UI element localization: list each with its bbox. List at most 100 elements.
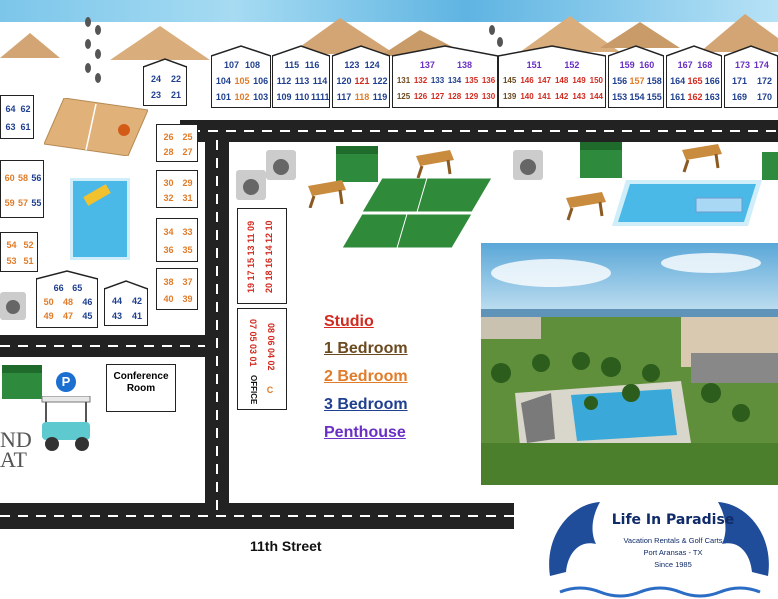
unit-167: 167	[677, 60, 693, 70]
unit-c: C	[266, 385, 274, 395]
washer-icon	[236, 170, 266, 200]
unit-116: 116	[304, 60, 320, 70]
unit-33: 33	[182, 227, 193, 237]
unit-59: 59	[4, 197, 15, 208]
roof	[498, 45, 606, 57]
unit-157: 157	[629, 76, 645, 86]
dumpster-icon	[336, 146, 378, 182]
unit-169: 169	[731, 92, 748, 102]
unit-41: 41	[131, 310, 142, 321]
unit-150: 150	[589, 76, 603, 85]
legend-1-bedroom: 1 Bedroom	[324, 340, 408, 357]
golf-cart-icon	[41, 396, 91, 451]
unit-63: 63	[5, 122, 16, 132]
unit-42: 42	[131, 295, 142, 306]
unit-60: 60	[4, 172, 15, 183]
unit-53: 53	[6, 256, 17, 266]
unit-61: 61	[20, 122, 31, 132]
unit-133: 133	[430, 76, 445, 85]
unit-37: 37	[182, 276, 193, 287]
unit-168: 168	[697, 60, 713, 70]
unit-43: 43	[111, 310, 122, 321]
unit-146: 146	[520, 76, 534, 85]
picnic-table-icon	[308, 180, 346, 208]
unit-45: 45	[82, 311, 93, 321]
unit-55: 55	[31, 197, 42, 208]
unit-29: 29	[182, 177, 193, 188]
unit-174: 174	[753, 60, 769, 70]
unit-155: 155	[646, 92, 662, 102]
unit-47: 47	[62, 311, 73, 321]
unit-148: 148	[554, 76, 569, 85]
unit-50: 50	[43, 297, 54, 307]
unit-149: 149	[572, 76, 586, 85]
life-in-paradise-logo: Life In Paradise Vacation Rentals & Golf…	[540, 496, 778, 599]
unit-46: 46	[82, 297, 93, 307]
picnic-table-icon	[416, 150, 454, 178]
unit-108: 108	[244, 60, 261, 70]
unit-164: 164	[670, 76, 686, 86]
unit-151: 151	[526, 60, 542, 70]
roof	[36, 270, 98, 280]
tennis-court-icon	[342, 178, 492, 248]
footprints-icon	[489, 25, 503, 47]
unit-103: 103	[253, 92, 269, 102]
brand-fragment-line2: AT	[0, 447, 27, 472]
pool-icon	[70, 178, 130, 260]
roof	[724, 45, 778, 57]
unit-136: 136	[481, 76, 496, 85]
unit-172: 172	[756, 76, 773, 86]
unit-62: 62	[20, 104, 31, 114]
unit-144: 144	[589, 92, 603, 101]
picnic-table-icon	[566, 192, 606, 221]
unit-64: 64	[5, 104, 16, 114]
unit-121: 121	[354, 76, 370, 86]
unit-115: 115	[284, 60, 300, 70]
unit-143: 143	[572, 92, 586, 101]
conference-room: Conference Room	[106, 364, 176, 412]
brand-fragment-line1: ND	[0, 427, 32, 452]
unit-117: 117	[336, 92, 352, 102]
pool-icon	[612, 180, 762, 226]
sky-strip	[0, 0, 778, 22]
unit-162: 162	[687, 92, 703, 102]
unit-1111: 1111	[311, 92, 330, 102]
basketball-court-icon	[44, 98, 148, 156]
unit-170: 170	[756, 92, 773, 102]
unit-137: 137	[419, 60, 435, 70]
brand-fragment: ND AT	[0, 427, 32, 472]
unit-119: 119	[372, 92, 388, 102]
office-label: OFFICE	[249, 375, 258, 405]
unit-65: 65	[72, 283, 83, 293]
unit-131: 131	[396, 76, 411, 85]
unit-102: 102	[234, 92, 250, 102]
unit-24: 24	[150, 74, 161, 84]
logo-title: Life In Paradise	[611, 512, 735, 528]
unit-138: 138	[457, 60, 473, 70]
unit-51: 51	[23, 256, 34, 266]
unit-110: 110	[294, 92, 310, 102]
unit-38: 38	[163, 276, 174, 287]
unit-135: 135	[464, 76, 479, 85]
dolphin-icon	[549, 502, 769, 598]
unit-21: 21	[170, 90, 181, 100]
unit-104: 104	[215, 76, 231, 86]
unit-31: 31	[182, 192, 193, 203]
unit-132: 132	[413, 76, 428, 85]
unit-49: 49	[43, 311, 54, 321]
unit-166: 166	[704, 76, 720, 86]
unit-113: 113	[294, 76, 310, 86]
unit-34: 34	[163, 227, 174, 237]
building-units-09-20: 20 18 16 14 12 10 19 17 15 13 11 09	[237, 208, 287, 304]
unit-22: 22	[170, 74, 181, 84]
unit-122: 122	[372, 76, 388, 86]
unit-35: 35	[182, 245, 193, 255]
